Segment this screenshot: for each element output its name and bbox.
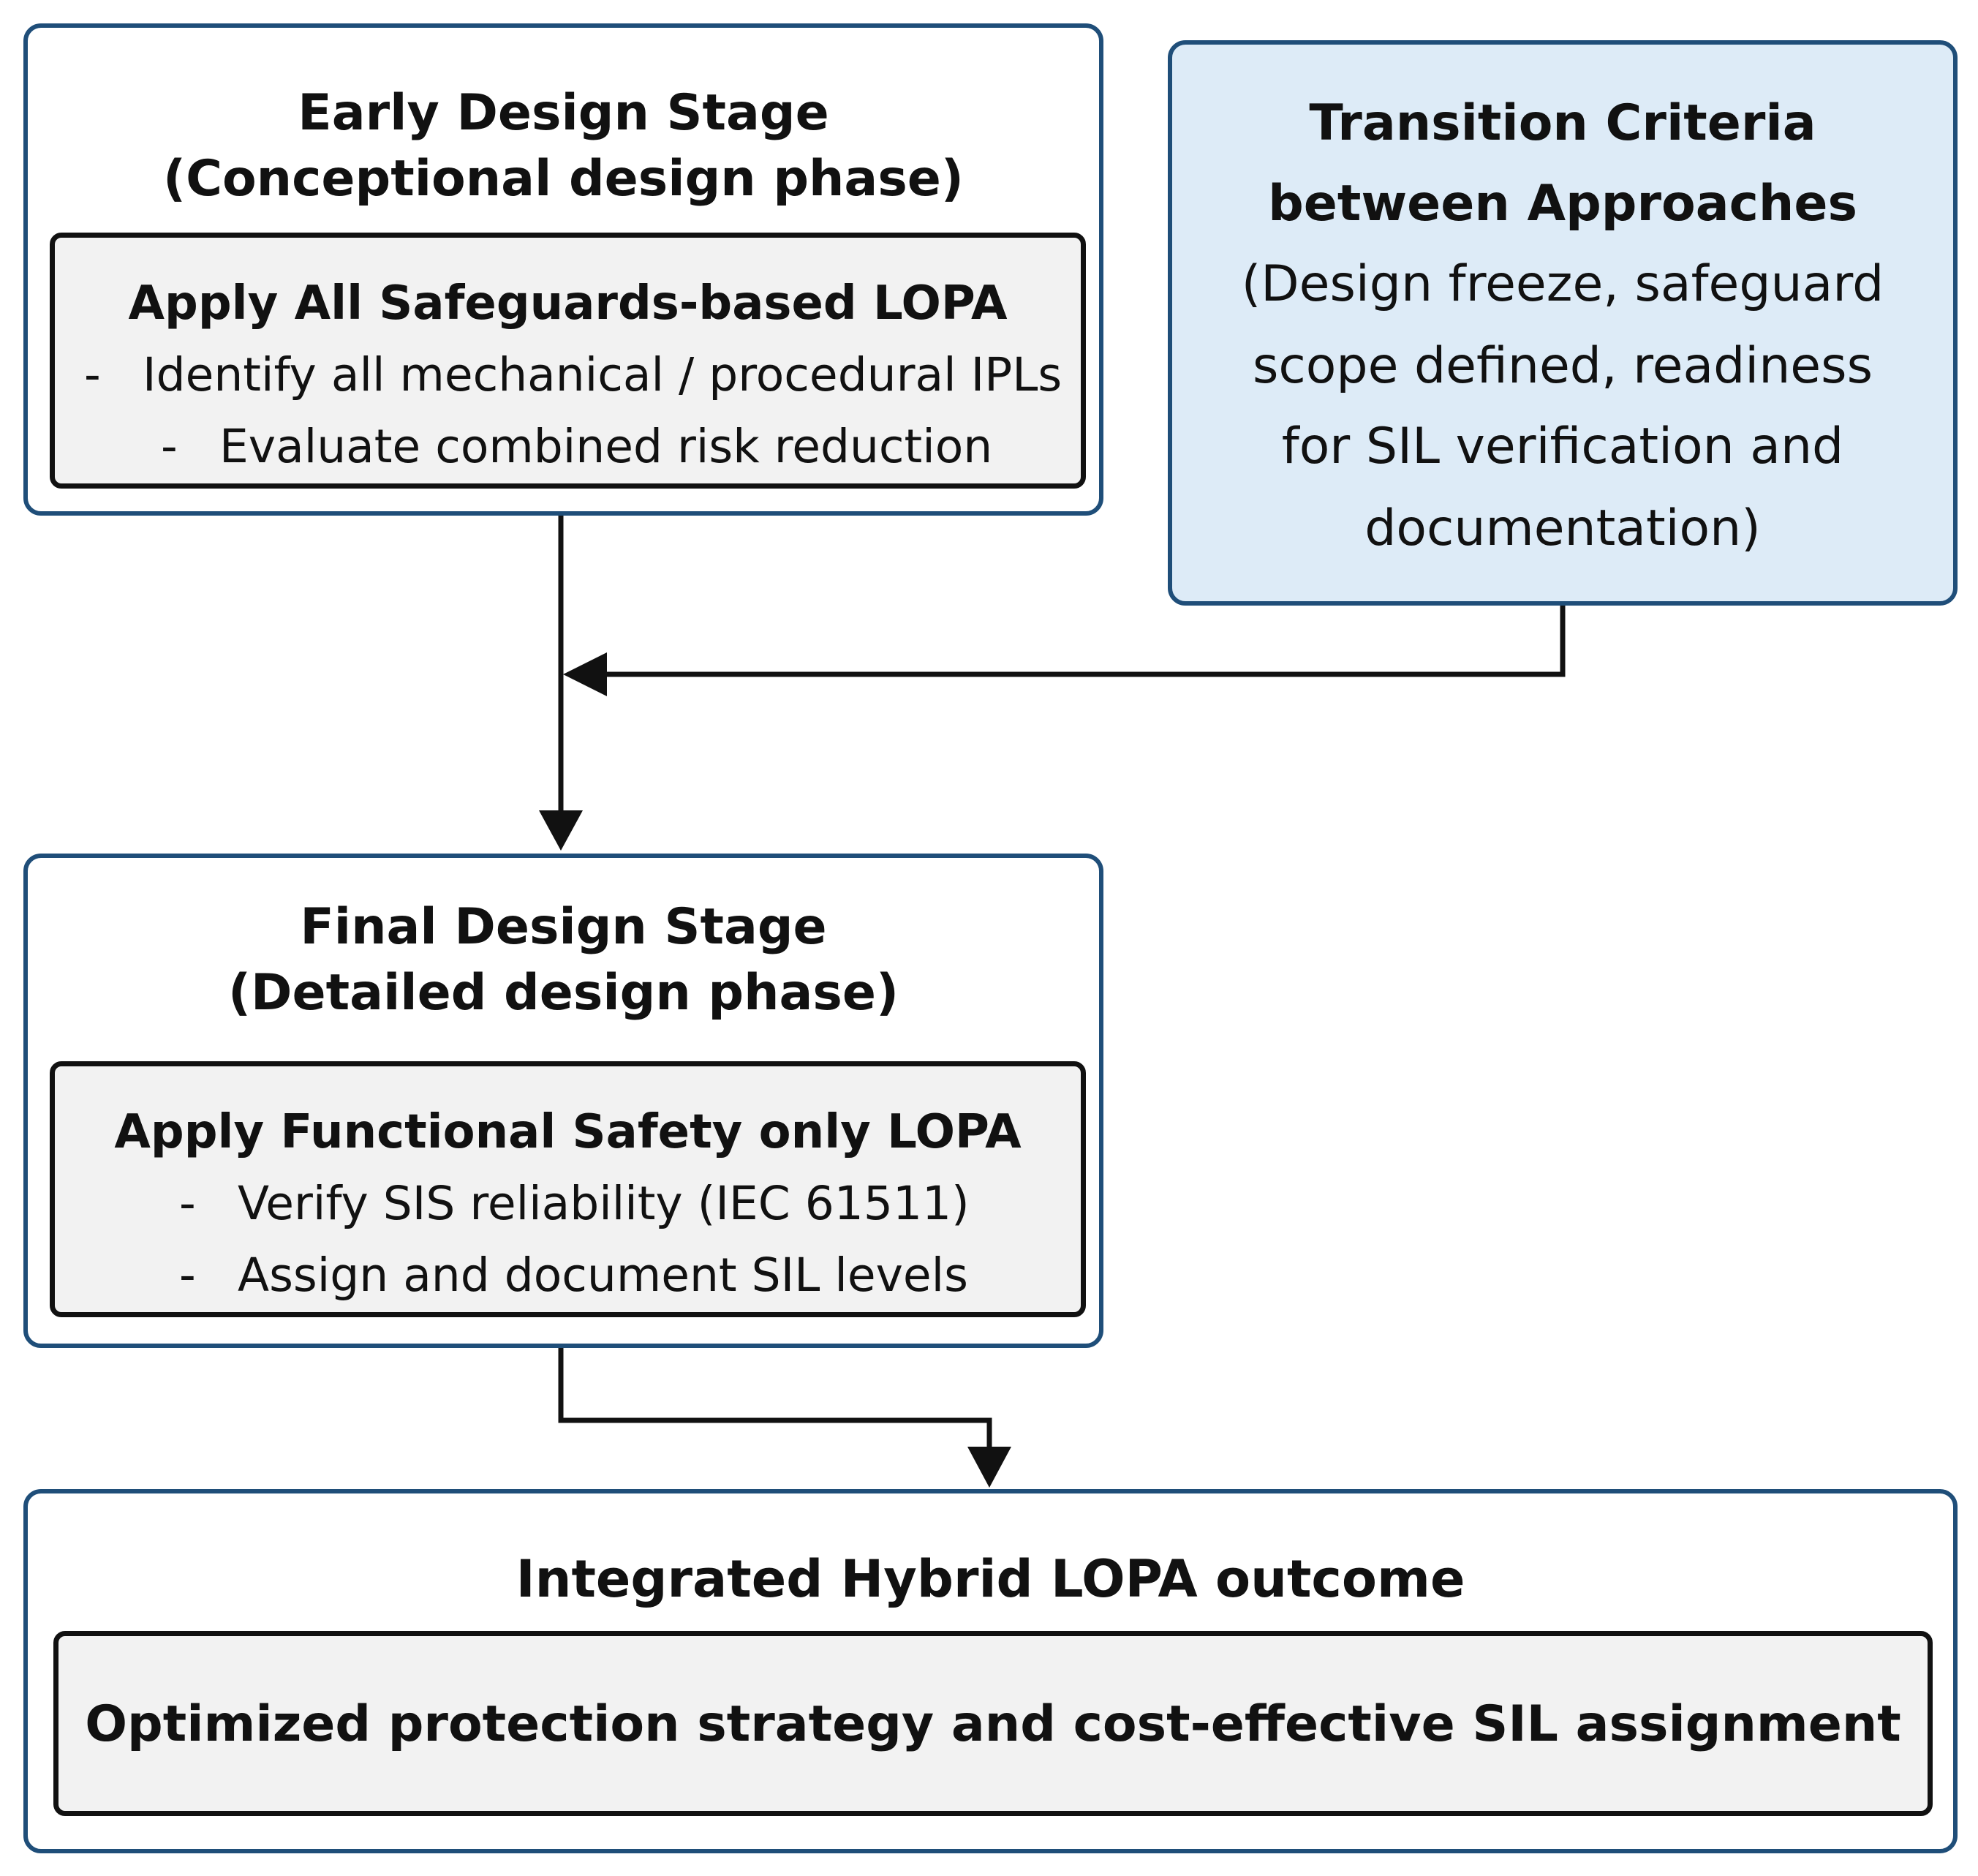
functional-safety-lopa-title: Apply Functional Safety only LOPA xyxy=(114,1105,1022,1159)
transition-criteria-line-1: (Design freeze, safeguard xyxy=(1241,255,1884,313)
connector-criteria-to-flow xyxy=(592,606,1566,677)
all-safeguards-lopa-box: Apply All Safeguards-based LOPA -Identif… xyxy=(50,233,1086,489)
final-bullet-1-text: Verify SIS reliability (IEC 61511) xyxy=(238,1177,970,1230)
outcome-result-box: Optimized protection strategy and cost-e… xyxy=(53,1631,1933,1816)
functional-safety-lopa-box: Apply Functional Safety only LOPA -Verif… xyxy=(50,1061,1086,1317)
early-design-stage-box: Early Design Stage (Conceptional design … xyxy=(23,23,1103,516)
bullet-dash: - xyxy=(84,348,101,402)
transition-criteria-line-2: scope defined, readiness xyxy=(1252,337,1873,395)
early-bullet-1-text: Identify all mechanical / procedural IPL… xyxy=(143,348,1062,402)
early-bullet-1: -Identify all mechanical / procedural IP… xyxy=(84,346,1062,404)
bullet-dash: - xyxy=(161,420,178,473)
arrowhead-left-into-flow xyxy=(563,652,607,696)
arrowhead-down-to-final xyxy=(539,810,583,851)
outcome-title: Integrated Hybrid LOPA outcome xyxy=(516,1549,1465,1609)
transition-criteria-title: Transition Criteria xyxy=(1309,94,1816,152)
outcome-result-text: Optimized protection strategy and cost-e… xyxy=(85,1695,1901,1753)
final-stage-subtitle: (Detailed design phase) xyxy=(227,964,899,1022)
connector-final-to-outcome xyxy=(558,1348,992,1450)
transition-criteria-line-4: documentation) xyxy=(1364,500,1761,557)
final-stage-title: Final Design Stage xyxy=(300,898,827,956)
final-bullet-1: -Verify SIS reliability (IEC 61511) xyxy=(179,1175,970,1233)
early-bullet-2: -Evaluate combined risk reduction xyxy=(161,418,992,476)
transition-criteria-subtitle: between Approaches xyxy=(1268,175,1857,233)
all-safeguards-lopa-title: Apply All Safeguards-based LOPA xyxy=(128,276,1008,331)
early-stage-subtitle: (Conceptional design phase) xyxy=(162,150,964,208)
early-stage-title: Early Design Stage xyxy=(298,84,829,142)
final-design-stage-box: Final Design Stage (Detailed design phas… xyxy=(23,854,1103,1348)
integrated-outcome-box: Integrated Hybrid LOPA outcome Optimized… xyxy=(23,1489,1958,1853)
arrowhead-down-to-outcome xyxy=(967,1447,1011,1488)
early-bullet-2-text: Evaluate combined risk reduction xyxy=(219,420,993,473)
bullet-dash: - xyxy=(179,1248,196,1302)
final-bullet-2-text: Assign and document SIL levels xyxy=(238,1248,968,1302)
bullet-dash: - xyxy=(179,1177,196,1230)
final-bullet-2: -Assign and document SIL levels xyxy=(179,1246,968,1305)
transition-criteria-line-3: for SIL verification and xyxy=(1281,418,1844,475)
transition-criteria-box: Transition Criteria between Approaches (… xyxy=(1168,40,1958,606)
